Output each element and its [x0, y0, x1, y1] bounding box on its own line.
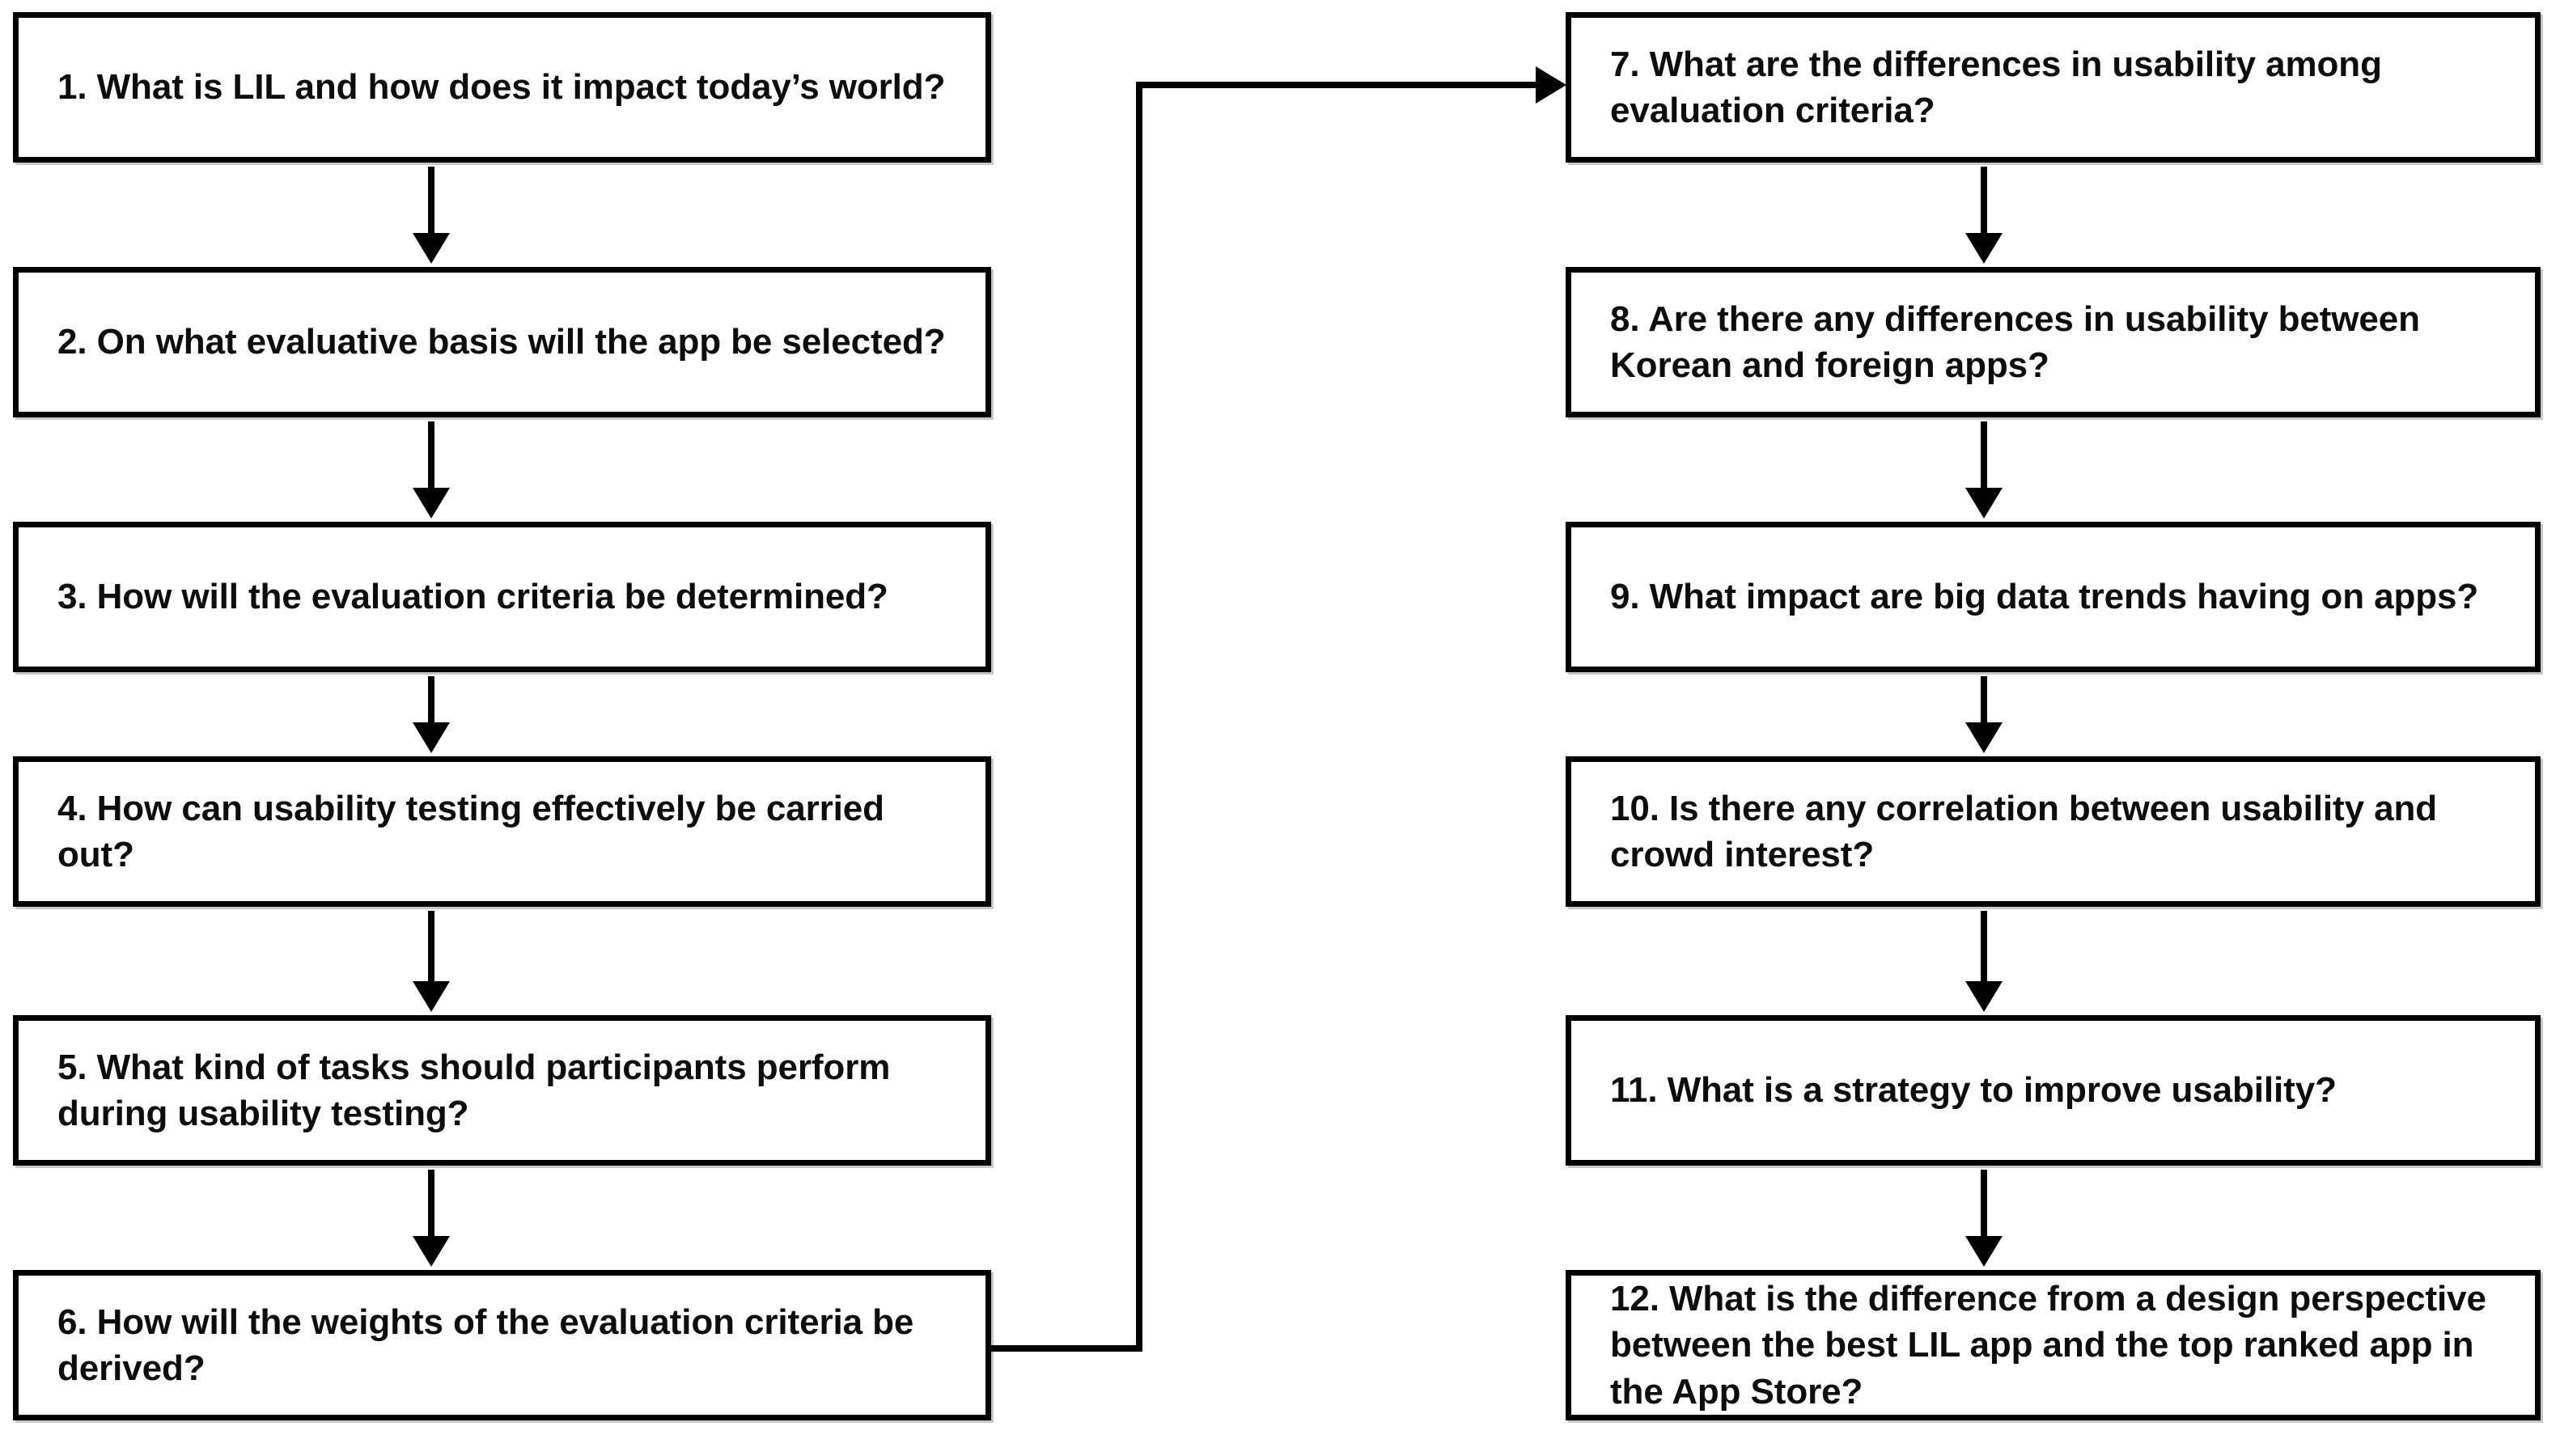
flowchart-node-3[interactable]: 3. How will the evaluation criteria be d… — [13, 522, 991, 672]
flowchart-node-2[interactable]: 2. On what evaluative basis will the app… — [13, 267, 991, 417]
connector-9-to-10-arrowhead-icon — [1965, 722, 2003, 753]
connector-6-to-7-segment-vertical — [1136, 82, 1142, 1352]
flowchart-node-1[interactable]: 1. What is LIL and how does it impact to… — [13, 12, 991, 163]
connector-4-to-5-line — [428, 911, 434, 986]
flowchart-node-12[interactable]: 12. What is the difference from a design… — [1566, 1270, 2541, 1420]
connector-10-to-11-arrowhead-icon — [1965, 981, 2003, 1012]
connector-2-to-3-line — [428, 421, 434, 493]
connector-5-to-6-arrowhead-icon — [413, 1236, 450, 1267]
connector-8-to-9-line — [1981, 421, 1987, 493]
flowchart-node-7[interactable]: 7. What are the differences in usability… — [1566, 12, 2541, 163]
connector-7-to-8-arrowhead-icon — [1965, 233, 2003, 264]
connector-8-to-9-arrowhead-icon — [1965, 488, 2003, 518]
connector-1-to-2-line — [428, 167, 434, 238]
connector-9-to-10-line — [1981, 676, 1987, 727]
flowchart-node-9-label: 9. What impact are big data trends havin… — [1610, 577, 2479, 617]
flowchart-node-2-label: 2. On what evaluative basis will the app… — [57, 322, 946, 362]
flowchart-node-12-label: 12. What is the difference from a design… — [1610, 1279, 2486, 1412]
flowchart-node-6-label: 6. How will the weights of the evaluatio… — [57, 1302, 914, 1388]
flowchart-node-6[interactable]: 6. How will the weights of the evaluatio… — [13, 1270, 991, 1420]
flowchart-node-8-label: 8. Are there any differences in usabilit… — [1610, 298, 2420, 385]
flowchart-node-5[interactable]: 5. What kind of tasks should participant… — [13, 1015, 991, 1166]
connector-6-to-7-segment-horizontal-upper — [1136, 82, 1538, 88]
flowchart-node-4[interactable]: 4. How can usability testing effectively… — [13, 756, 991, 907]
flowchart-node-8[interactable]: 8. Are there any differences in usabilit… — [1566, 267, 2541, 417]
connector-2-to-3-arrowhead-icon — [413, 488, 450, 518]
flowchart-node-11[interactable]: 11. What is a strategy to improve usabil… — [1566, 1015, 2541, 1166]
connector-6-to-7-arrowhead-icon — [1536, 66, 1566, 104]
connector-3-to-4-arrowhead-icon — [413, 722, 450, 753]
connector-6-to-7-segment-horizontal-lower — [986, 1345, 1142, 1352]
flowchart-node-10[interactable]: 10. Is there any correlation between usa… — [1566, 756, 2541, 907]
flowchart-node-1-label: 1. What is LIL and how does it impact to… — [57, 67, 946, 108]
connector-11-to-12-arrowhead-icon — [1965, 1236, 2003, 1267]
connector-5-to-6-line — [428, 1170, 434, 1241]
flowchart-node-4-label: 4. How can usability testing effectively… — [57, 788, 884, 874]
flowchart-node-11-label: 11. What is a strategy to improve usabil… — [1610, 1070, 2337, 1111]
flowchart-node-7-label: 7. What are the differences in usability… — [1610, 44, 2382, 130]
flowchart-node-3-label: 3. How will the evaluation criteria be d… — [57, 577, 888, 617]
connector-3-to-4-line — [428, 676, 434, 727]
connector-7-to-8-line — [1981, 167, 1987, 238]
connector-1-to-2-arrowhead-icon — [413, 233, 450, 264]
connector-4-to-5-arrowhead-icon — [413, 981, 450, 1012]
connector-10-to-11-line — [1981, 911, 1987, 986]
flowchart-node-10-label: 10. Is there any correlation between usa… — [1610, 788, 2437, 874]
flowchart-node-5-label: 5. What kind of tasks should participant… — [57, 1047, 891, 1133]
flowchart-node-9[interactable]: 9. What impact are big data trends havin… — [1566, 522, 2541, 672]
connector-11-to-12-line — [1981, 1170, 1987, 1241]
